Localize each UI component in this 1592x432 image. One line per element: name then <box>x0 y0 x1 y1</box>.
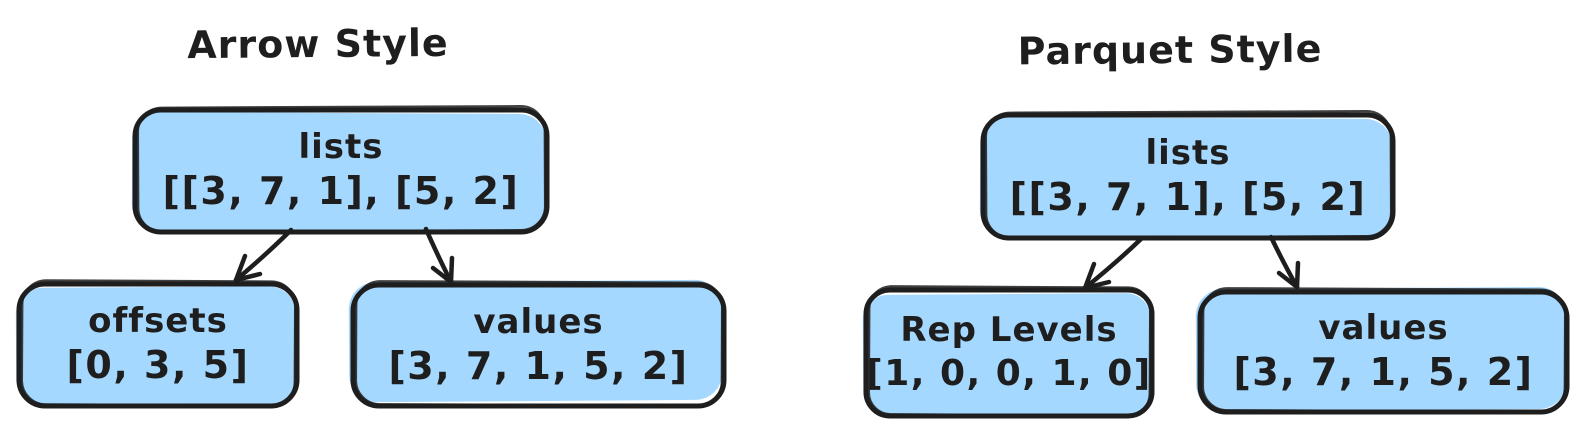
arrow-style-offsets-box <box>15 279 300 409</box>
arrow-lists-to-values-right <box>1268 234 1301 290</box>
arrow-lists-to-rep-levels <box>1082 236 1144 291</box>
arrow-lists-to-values-left <box>423 226 455 285</box>
title-parquet-style: Parquet Style <box>1017 26 1323 74</box>
parquet-style-rep-levels-box <box>862 285 1155 419</box>
parquet-style-values-box <box>1195 287 1570 415</box>
arrow-style-lists-box <box>131 105 550 235</box>
title-arrow-style: Arrow Style <box>187 20 449 68</box>
arrow-lists-to-offsets <box>233 227 294 283</box>
arrow-style-values-box <box>348 279 727 409</box>
parquet-style-lists-box <box>979 110 1396 241</box>
